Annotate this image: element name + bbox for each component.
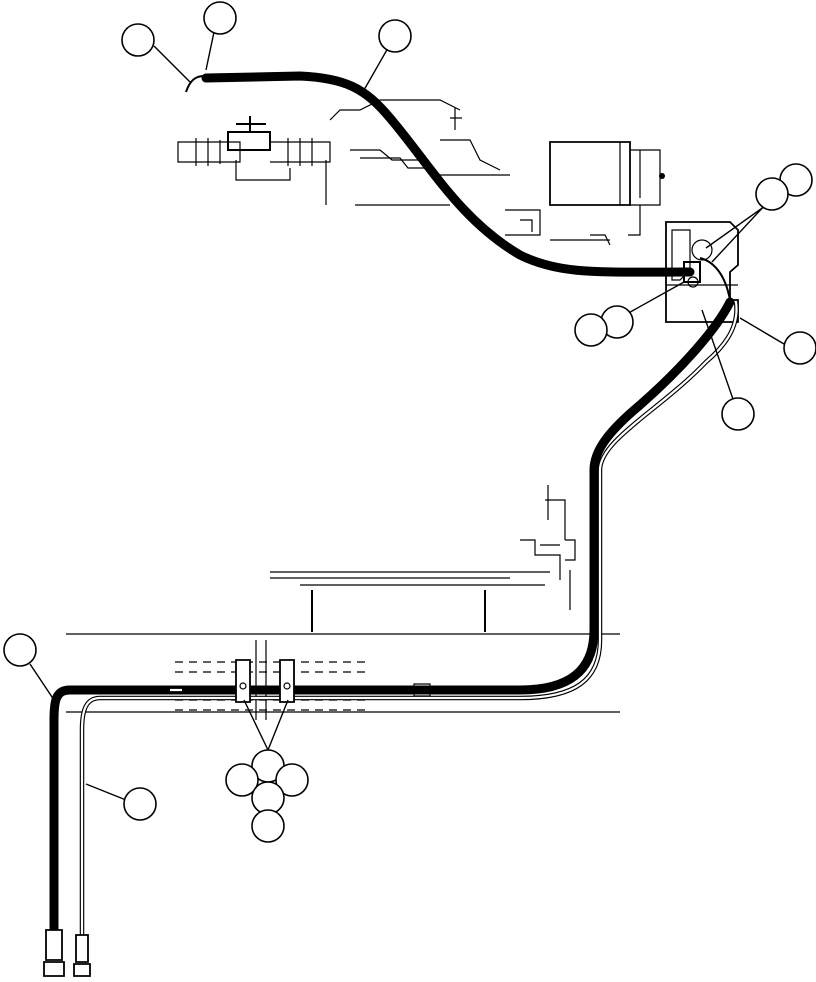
- pilot-tube: [73, 301, 739, 977]
- hose-lower-segment: [49, 297, 735, 935]
- filter-port: [691, 239, 713, 261]
- callout-3: [378, 19, 412, 53]
- sensor: [450, 108, 462, 130]
- main-hose: [43, 71, 735, 977]
- leader-10: [85, 783, 127, 801]
- motor-housing: [549, 141, 631, 206]
- box-elbow: [683, 261, 701, 283]
- frame-bracket-mid: [520, 539, 561, 580]
- box-connector: [699, 257, 731, 301]
- engine-block-detail: [520, 219, 533, 232]
- callout-1: [121, 23, 155, 57]
- callout-5: [755, 177, 789, 211]
- tube-end-nut: [73, 963, 91, 977]
- valve-body: [227, 131, 271, 151]
- leader-7: [739, 317, 785, 345]
- engine-ridge: [350, 149, 510, 176]
- engine-ridge-2: [360, 157, 430, 169]
- callout-7: [574, 313, 608, 347]
- tube-path-highlight: [80, 301, 738, 935]
- dashed-rail-lower: [175, 699, 370, 711]
- box-fittings: [683, 257, 731, 301]
- leader-8: [701, 309, 735, 403]
- top-fitting: [185, 75, 205, 93]
- dashed-rail-upper: [175, 661, 370, 673]
- engine-lower: [550, 234, 611, 246]
- pipe-ribs: [195, 138, 221, 166]
- bracket: [235, 160, 291, 181]
- valve-handle: [236, 116, 266, 132]
- motor-bolt: [659, 173, 665, 179]
- leader-9: [29, 663, 59, 707]
- callout-2: [203, 1, 237, 35]
- engine-machinery: [177, 75, 739, 323]
- frame-bracket-upper: [545, 485, 566, 540]
- leader-3: [363, 47, 389, 91]
- hose-upper-segment: [201, 71, 695, 277]
- frame-structure: [66, 485, 620, 720]
- tube-end-fitting: [75, 934, 89, 963]
- callout-10: [3, 633, 37, 667]
- engine-curve: [440, 139, 501, 171]
- frame-posts: [311, 590, 486, 632]
- callout-11: [123, 787, 157, 821]
- pipe-left: [177, 141, 241, 163]
- leader-11: [243, 699, 289, 751]
- leader-2: [205, 31, 215, 71]
- filter-housing: [665, 221, 739, 323]
- clamp-right: [279, 659, 295, 703]
- engine-block: [505, 209, 541, 236]
- leader-1: [153, 45, 191, 83]
- callout-16: [251, 809, 285, 843]
- hose-clamps: [235, 659, 295, 703]
- callout-13: [225, 763, 259, 797]
- frame-rail-top: [270, 571, 550, 579]
- clamp-right-bolt: [283, 682, 291, 690]
- motor-ribs: [619, 142, 641, 205]
- hose-end-nut: [43, 961, 65, 977]
- clamp-left: [235, 659, 251, 703]
- leader-5: [711, 203, 767, 263]
- callout-14: [275, 763, 309, 797]
- box-nut: [687, 276, 699, 288]
- hose-end-fitting: [45, 929, 63, 961]
- clamp-left-bolt: [239, 682, 247, 690]
- engine-top-edge: [329, 99, 461, 121]
- callout-8: [783, 331, 816, 365]
- pipe-right-ribs: [287, 138, 313, 166]
- leader-lines: [29, 31, 785, 801]
- tube-path: [79, 301, 739, 935]
- vertical-guide: [255, 640, 267, 720]
- callouts: [3, 1, 816, 843]
- callout-9: [721, 397, 755, 431]
- motor-mount: [628, 205, 641, 236]
- frame-clip: [565, 539, 576, 561]
- motor-end: [630, 149, 661, 206]
